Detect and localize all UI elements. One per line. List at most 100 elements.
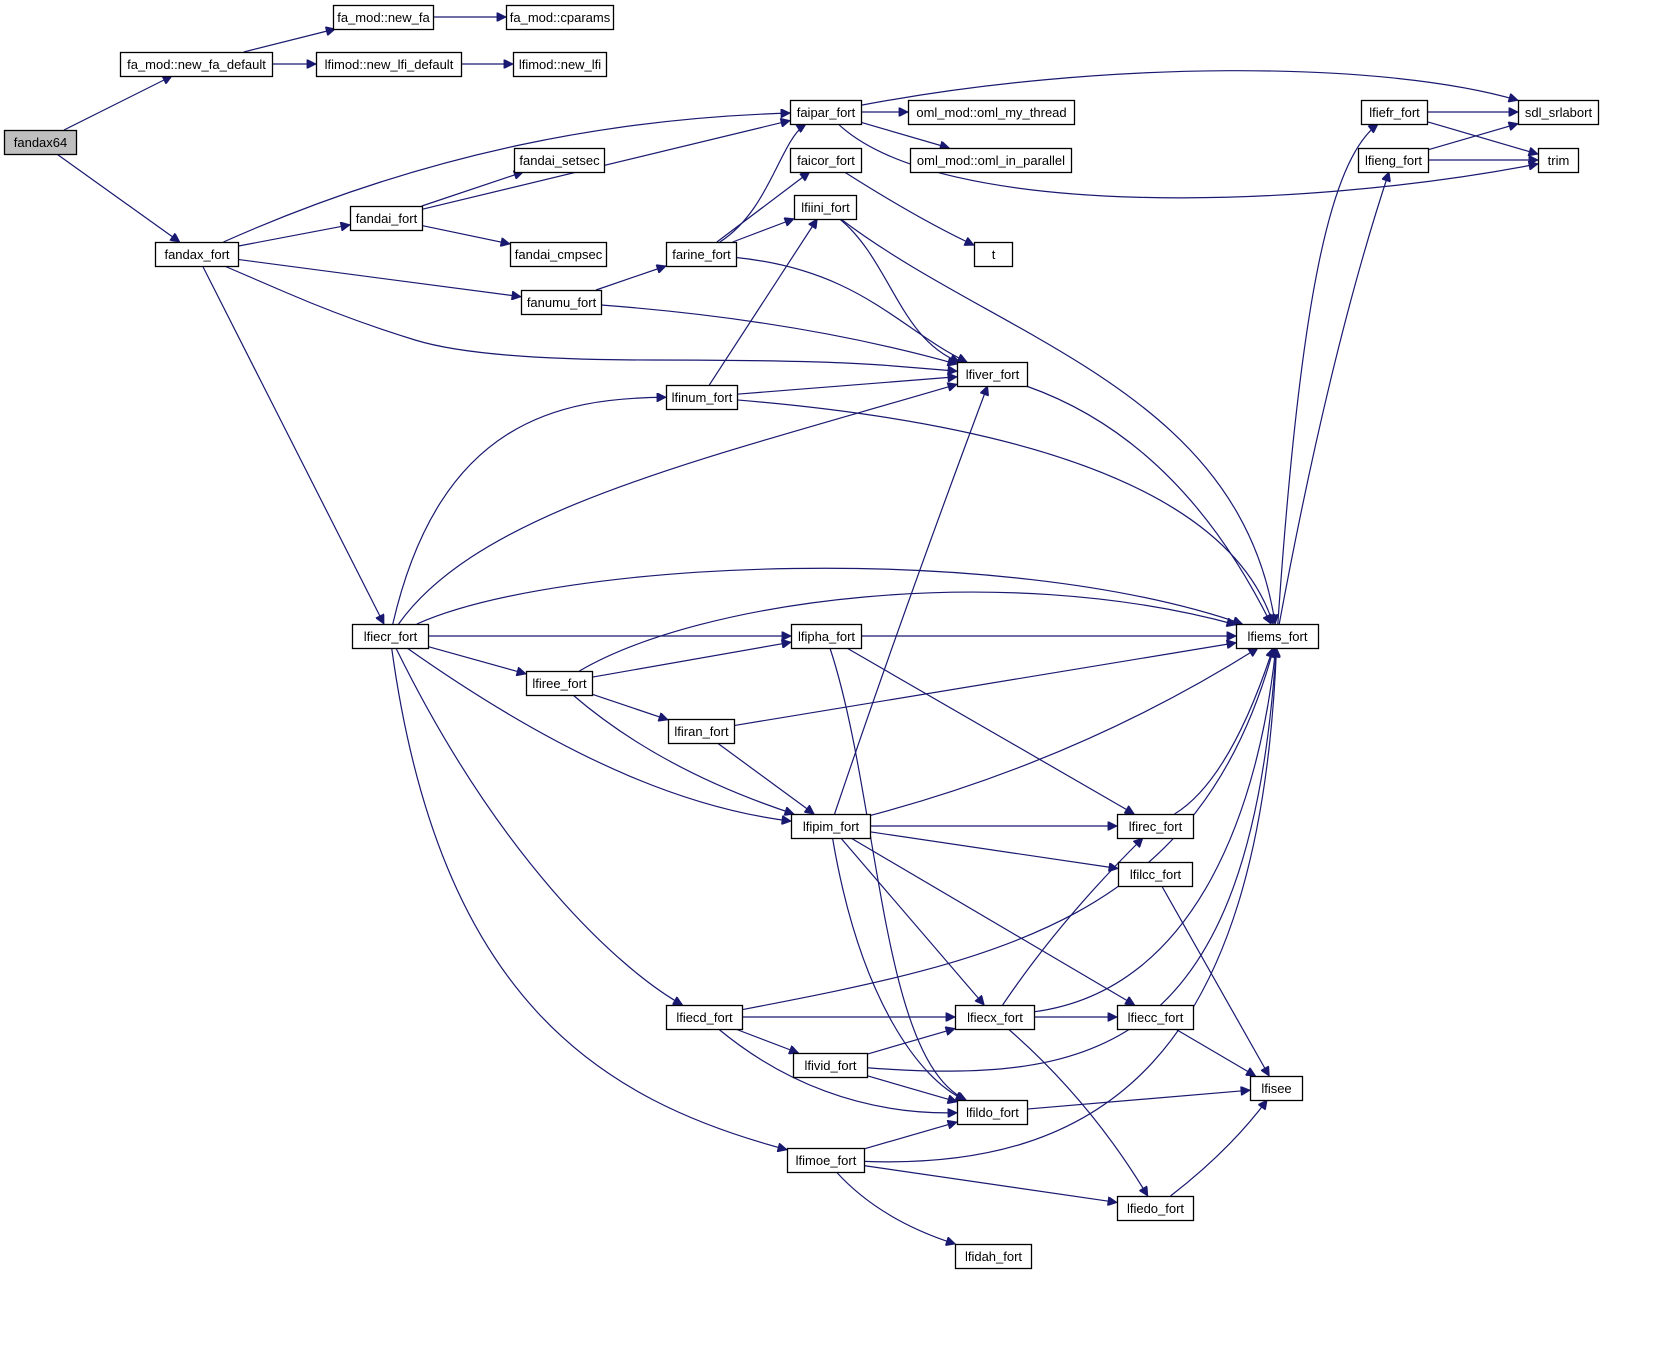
node-box[interactable] bbox=[956, 361, 1029, 388]
node-box[interactable] bbox=[3, 129, 78, 156]
node-box[interactable] bbox=[793, 194, 858, 221]
node-new-lfi-default[interactable]: lfimod::new_lfi_default bbox=[315, 51, 463, 78]
node-box[interactable] bbox=[1360, 99, 1429, 126]
node-box[interactable] bbox=[1116, 1195, 1195, 1222]
node-box[interactable] bbox=[512, 51, 608, 78]
node-lfipim-fort[interactable]: lfipim_fort bbox=[790, 813, 872, 840]
node-box[interactable] bbox=[792, 1052, 869, 1079]
node-lfiver-fort[interactable]: lfiver_fort bbox=[956, 361, 1029, 388]
node-box[interactable] bbox=[154, 241, 240, 268]
edge-fandax_fort-to-faipar_fort bbox=[223, 113, 790, 243]
node-farine-fort[interactable]: farine_fort bbox=[665, 241, 738, 268]
node-box[interactable] bbox=[525, 670, 594, 697]
node-box[interactable] bbox=[509, 241, 608, 268]
node-new-fa[interactable]: fa_mod::new_fa bbox=[332, 4, 435, 31]
node-lfiree-fort[interactable]: lfiree_fort bbox=[525, 670, 594, 697]
node-t[interactable]: t bbox=[973, 241, 1014, 268]
node-box[interactable] bbox=[907, 99, 1076, 126]
node-oml-my-thread[interactable]: oml_mod::oml_my_thread bbox=[907, 99, 1076, 126]
node-lfisee[interactable]: lfisee bbox=[1249, 1075, 1304, 1102]
edge-lfipim_fort-to-lfiecx_fort bbox=[840, 837, 984, 1005]
node-box[interactable] bbox=[520, 289, 603, 316]
edge-lfipim_fort-to-lfiver_fort bbox=[833, 386, 988, 815]
node-label: lfiver_fort bbox=[966, 367, 1020, 382]
node-lfiedo-fort[interactable]: lfiedo_fort bbox=[1116, 1195, 1195, 1222]
node-box[interactable] bbox=[665, 241, 738, 268]
node-lfiran-fort[interactable]: lfiran_fort bbox=[667, 718, 736, 745]
node-box[interactable] bbox=[505, 4, 615, 31]
node-fandax64[interactable]: fandax64 bbox=[3, 129, 78, 156]
node-box[interactable] bbox=[349, 205, 424, 232]
node-fandai-fort[interactable]: fandai_fort bbox=[349, 205, 424, 232]
edge-lfiecx_fort-to-lfirec_fort bbox=[1002, 838, 1143, 1006]
node-label: lfimod::new_lfi bbox=[519, 57, 601, 72]
node-lfirec-fort[interactable]: lfirec_fort bbox=[1116, 813, 1195, 840]
node-box[interactable] bbox=[954, 1004, 1036, 1031]
node-lfimoe-fort[interactable]: lfimoe_fort bbox=[786, 1147, 866, 1174]
node-box[interactable] bbox=[1116, 813, 1195, 840]
node-new-lfi[interactable]: lfimod::new_lfi bbox=[512, 51, 608, 78]
node-lfiefr-fort[interactable]: lfiefr_fort bbox=[1360, 99, 1429, 126]
node-label: faicor_fort bbox=[797, 153, 855, 168]
node-lfipha-fort[interactable]: lfipha_fort bbox=[790, 623, 863, 650]
node-box[interactable] bbox=[973, 241, 1014, 268]
edge-lfiree_fort-to-lfiems_fort bbox=[579, 591, 1236, 672]
node-trim[interactable]: trim bbox=[1537, 147, 1580, 174]
node-lfinum-fort[interactable]: lfinum_fort bbox=[665, 384, 739, 411]
edge-fandai_fort-to-faipar_fort bbox=[421, 121, 790, 210]
node-box[interactable] bbox=[789, 99, 863, 126]
node-box[interactable] bbox=[667, 718, 736, 745]
node-box[interactable] bbox=[665, 1004, 744, 1031]
edge-fandai_fort-to-fandai_setsec bbox=[421, 172, 523, 207]
node-box[interactable] bbox=[786, 1147, 866, 1174]
node-box[interactable] bbox=[315, 51, 463, 78]
node-fanumu-fort[interactable]: fanumu_fort bbox=[520, 289, 603, 316]
node-box[interactable] bbox=[1235, 623, 1320, 650]
node-box[interactable] bbox=[665, 384, 739, 411]
node-box[interactable] bbox=[1517, 99, 1600, 126]
node-oml-in-parallel[interactable]: oml_mod::oml_in_parallel bbox=[909, 147, 1073, 174]
node-box[interactable] bbox=[909, 147, 1073, 174]
node-label: lfipim_fort bbox=[803, 819, 860, 834]
node-box[interactable] bbox=[1357, 147, 1430, 174]
node-cparams[interactable]: fa_mod::cparams bbox=[505, 4, 615, 31]
node-lfiecd-fort[interactable]: lfiecd_fort bbox=[665, 1004, 744, 1031]
node-lfildo-fort[interactable]: lfildo_fort bbox=[956, 1099, 1029, 1126]
node-new-fa-default[interactable]: fa_mod::new_fa_default bbox=[119, 51, 274, 78]
node-lfivid-fort[interactable]: lfivid_fort bbox=[792, 1052, 869, 1079]
node-box[interactable] bbox=[954, 1243, 1033, 1270]
node-fandai-cmpsec[interactable]: fandai_cmpsec bbox=[509, 241, 608, 268]
node-box[interactable] bbox=[956, 1099, 1029, 1126]
node-lfiecr-fort[interactable]: lfiecr_fort bbox=[351, 623, 430, 650]
node-label: t bbox=[992, 247, 996, 262]
node-lfiecx-fort[interactable]: lfiecx_fort bbox=[954, 1004, 1036, 1031]
node-lfidah-fort[interactable]: lfidah_fort bbox=[954, 1243, 1033, 1270]
node-box[interactable] bbox=[351, 623, 430, 650]
node-fandax-fort[interactable]: fandax_fort bbox=[154, 241, 240, 268]
node-sdl-srlabort[interactable]: sdl_srlabort bbox=[1517, 99, 1600, 126]
node-box[interactable] bbox=[1249, 1075, 1304, 1102]
node-box[interactable] bbox=[513, 147, 606, 174]
node-box[interactable] bbox=[1117, 861, 1194, 888]
node-box[interactable] bbox=[1537, 147, 1580, 174]
node-lfieng-fort[interactable]: lfieng_fort bbox=[1357, 147, 1430, 174]
node-lfiecc-fort[interactable]: lfiecc_fort bbox=[1116, 1004, 1195, 1031]
node-box[interactable] bbox=[790, 623, 863, 650]
edge-lfirec_fort-to-lfiems_fort bbox=[1174, 648, 1274, 815]
node-box[interactable] bbox=[1116, 1004, 1195, 1031]
node-box[interactable] bbox=[790, 813, 872, 840]
node-lfiems-fort[interactable]: lfiems_fort bbox=[1235, 623, 1320, 650]
node-box[interactable] bbox=[119, 51, 274, 78]
node-lfiini-fort[interactable]: lfiini_fort bbox=[793, 194, 858, 221]
node-faicor-fort[interactable]: faicor_fort bbox=[789, 147, 863, 174]
node-faipar-fort[interactable]: faipar_fort bbox=[789, 99, 863, 126]
node-label: lfisee bbox=[1261, 1081, 1291, 1096]
node-box[interactable] bbox=[789, 147, 863, 174]
node-box[interactable] bbox=[332, 4, 435, 31]
edge-fandai_fort-to-fandai_cmpsec bbox=[421, 224, 510, 244]
edge-lfipim_fort-to-lfildo_fort bbox=[831, 837, 965, 1100]
edge-lfiran_fort-to-lfipim_fort bbox=[717, 742, 814, 814]
node-lfilcc-fort[interactable]: lfilcc_fort bbox=[1117, 861, 1194, 888]
node-fandai-setsec[interactable]: fandai_setsec bbox=[513, 147, 606, 174]
edge-lfiecx_fort-to-lfiems_fort bbox=[1033, 648, 1276, 1013]
